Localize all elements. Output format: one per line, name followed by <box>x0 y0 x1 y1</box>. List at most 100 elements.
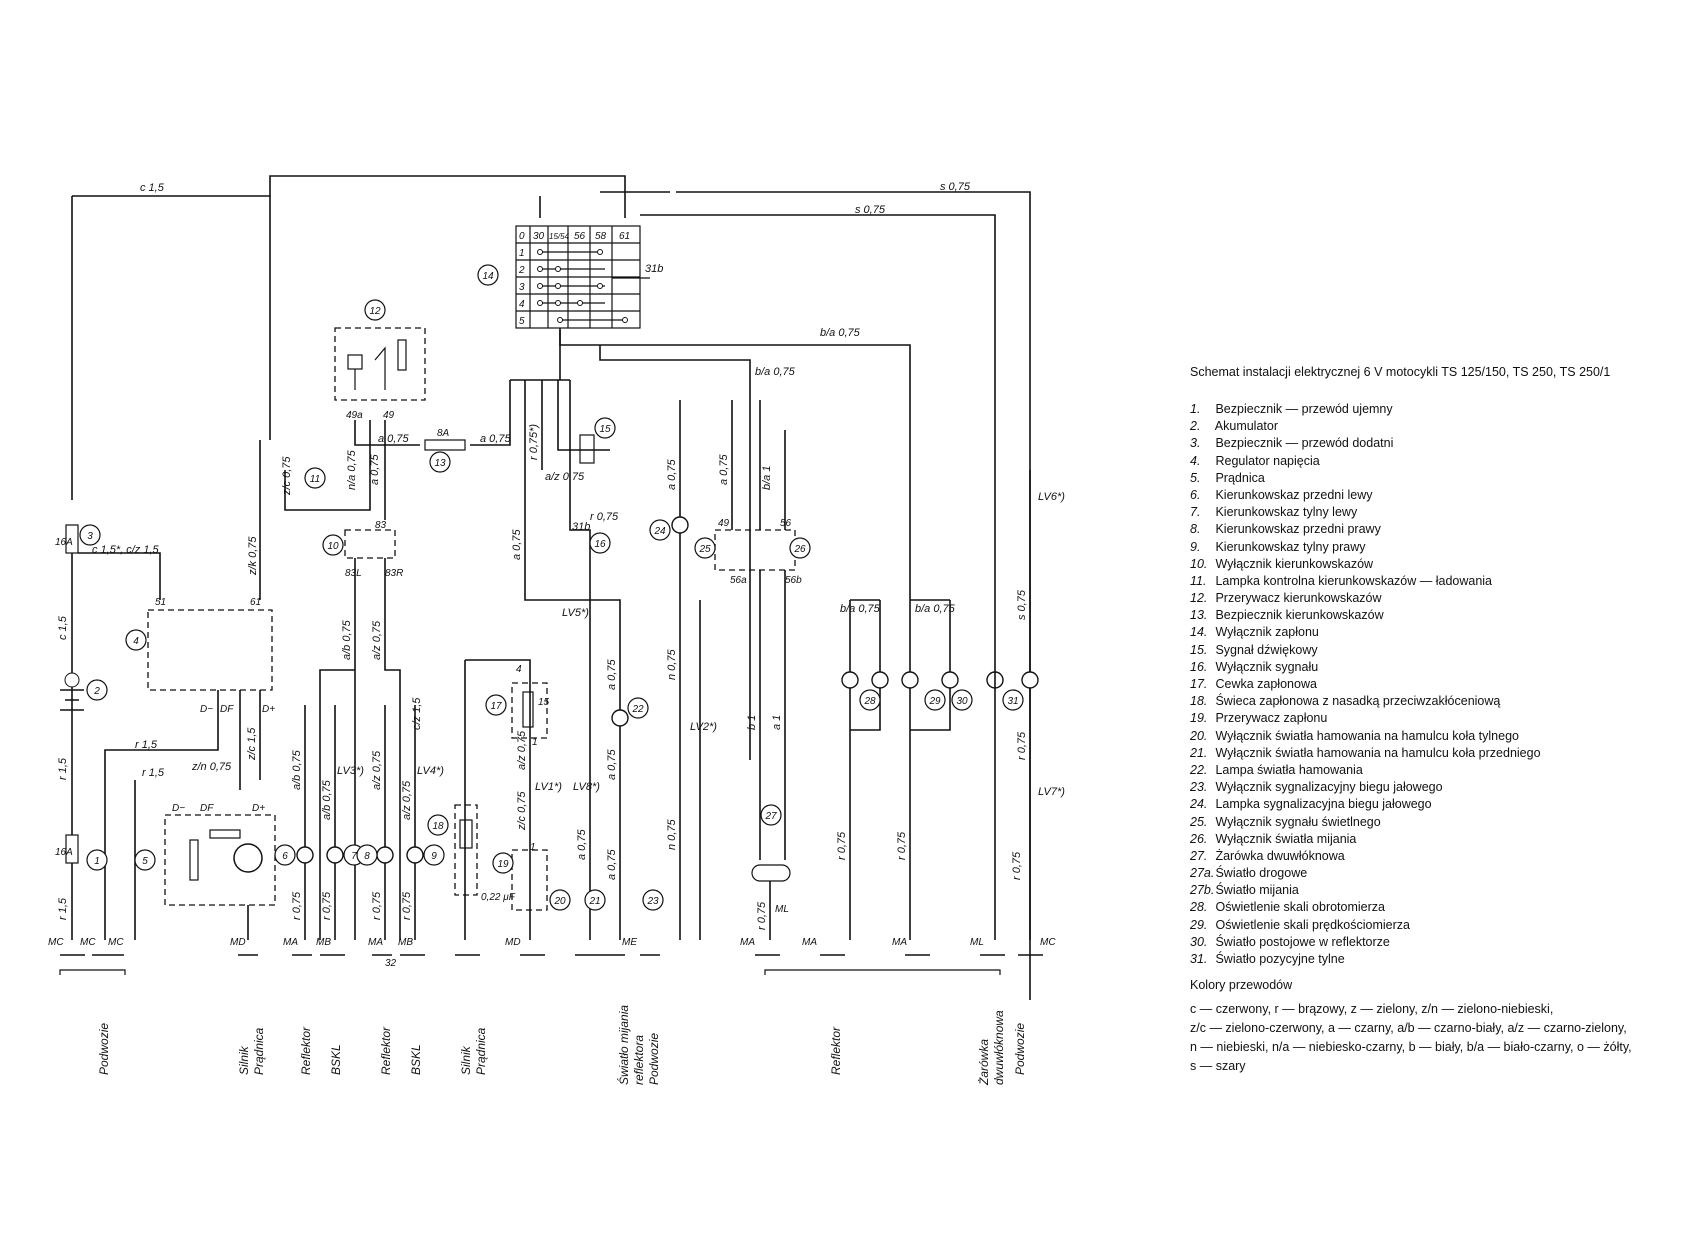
legend-item: 15. Sygnał dźwiękowy <box>1190 642 1690 659</box>
legend-item-text: Światło mijania <box>1212 883 1299 898</box>
legend-item: 29. Oświetlenie skali prędkościomierza <box>1190 917 1690 934</box>
component-marker-27: 27 <box>760 804 782 826</box>
wire-color-line: n — niebieski, n/a — niebiesko-czarny, b… <box>1190 1040 1632 1055</box>
legend-item-text: Kierunkowskaz przedni prawy <box>1212 522 1381 537</box>
legend-item: 8. Kierunkowskaz przedni prawy <box>1190 521 1690 538</box>
legend-item-text: Wyłącznik kierunkowskazów <box>1212 556 1374 571</box>
wire-label: r 0,75 <box>756 901 768 930</box>
terminal-label: DF <box>200 803 214 814</box>
ignition-switch-matrix: 0 30 15/54 56 58 61 1 2 3 4 5 31b <box>515 225 663 329</box>
legend-item: 24. Lampka sygnalizacyjna biegu jałowego <box>1190 796 1690 813</box>
terminal-label: 51 <box>155 597 166 608</box>
legend-item-number: 16. <box>1190 659 1208 674</box>
switch-row-5: 5 <box>519 316 525 327</box>
wire-label: n/a 0,75 <box>346 449 358 490</box>
component-marker-circle <box>429 451 451 473</box>
component-marker-number: 24 <box>653 526 666 537</box>
wire-label: r 0,75 <box>321 891 333 920</box>
wire-label: a/z 0,75 <box>371 750 383 790</box>
legend-item-text: Przerywacz zapłonu <box>1212 711 1328 726</box>
component-marker-circle <box>549 889 571 911</box>
component-marker-circle <box>86 849 108 871</box>
component-marker-circle <box>125 629 147 651</box>
legend-item-text: Wyłącznik światła hamowania na hamulcu k… <box>1212 745 1541 760</box>
component-marker-10: 10 <box>322 534 344 556</box>
legend-item: 21. Wyłącznik światła hamowania na hamul… <box>1190 745 1690 762</box>
wire-label: b/a 0,75 <box>915 603 956 615</box>
component-marker-number: 21 <box>588 896 600 907</box>
component-marker-circle <box>1002 689 1024 711</box>
ground-label: MC <box>1040 937 1056 948</box>
wire-label: a 0,75 <box>378 433 409 445</box>
wire-label: c/z 1,5 <box>411 697 423 730</box>
wire-label: a/b 0,75 <box>291 749 303 790</box>
wire-label: a 0,75 <box>666 459 678 490</box>
component-marker-26: 26 <box>789 537 811 559</box>
component-marker-number: 30 <box>956 696 968 707</box>
component-marker-circle <box>627 697 649 719</box>
switch-label: LV8*) <box>573 781 600 793</box>
component-marker-circle <box>322 534 344 556</box>
terminal-label: D− <box>172 803 185 814</box>
component-marker-circle <box>477 264 499 286</box>
wire-label: a 0,75 <box>369 454 381 485</box>
component-marker-22: 22 <box>627 697 649 719</box>
wire-label: z/k 0,75 <box>247 536 259 576</box>
terminal-label: 61 <box>250 597 261 608</box>
component-marker-number: 7 <box>351 851 357 862</box>
component-marker-number: 4 <box>133 636 139 647</box>
switch-label: LV2*) <box>690 721 717 733</box>
component-marker-number: 3 <box>87 531 93 542</box>
legend-item-number: 17. <box>1190 677 1208 691</box>
component-marker-12: 12 <box>364 299 386 321</box>
wire-label: n 0,75 <box>666 819 678 850</box>
switch-col-15-54: 15/54 <box>549 232 570 241</box>
legend-item-text: Oświetlenie skali prędkościomierza <box>1212 917 1410 932</box>
wire-label: s 0,75 <box>1016 589 1028 620</box>
component-marker-circle <box>427 814 449 836</box>
component-marker-circle <box>694 537 716 559</box>
legend-item-number: 7. <box>1190 505 1201 520</box>
legend-item: 16. Wyłącznik sygnału <box>1190 659 1690 676</box>
wire-label: s 0,75 <box>855 204 886 216</box>
switch-col-56: 56 <box>574 231 586 242</box>
component-marker-number: 11 <box>310 474 320 485</box>
component-marker-circle <box>859 689 881 711</box>
component-marker-number: 15 <box>599 424 611 435</box>
legend-item: 4. Regulator napięcia <box>1190 453 1690 470</box>
component-marker-number: 31 <box>1007 696 1018 707</box>
legend-item-text: Oświetlenie skali obrotomierza <box>1212 900 1385 915</box>
legend-item: 14. Wyłącznik zapłonu <box>1190 624 1690 641</box>
component-marker-1: 1 <box>86 849 108 871</box>
wire-color-line: z/c — zielono-czerwony, a — czarny, a/b … <box>1190 1021 1627 1036</box>
legend-item-number: 27b. <box>1190 883 1215 898</box>
wire-label: a/z 0,75 <box>545 471 585 483</box>
component-marker-23: 23 <box>642 889 664 911</box>
legend-item: 17. Cewka zapłonowa <box>1190 676 1690 693</box>
legend-item: 13. Bezpiecznik kierunkowskazów <box>1190 607 1690 624</box>
legend-item-number: 11. <box>1190 573 1207 588</box>
component-marker-8: 8 <box>356 844 378 866</box>
legend-item: 12. Przerywacz kierunkowskazów <box>1190 590 1690 607</box>
switch-row-2: 2 <box>518 265 525 276</box>
ground-label: MA <box>740 937 755 948</box>
wire-label: r 0,75 <box>896 831 908 860</box>
component-marker-19: 19 <box>492 852 514 874</box>
legend-item: 26. Wyłącznik światła mijania <box>1190 831 1690 848</box>
wire-colors-title: Kolory przewodów <box>1190 978 1293 993</box>
legend-item-number: 5. <box>1190 470 1201 485</box>
legend-item-number: 31. <box>1190 952 1208 966</box>
component-marker-14: 14 <box>477 264 499 286</box>
wire-label: s 0,75 <box>940 181 971 193</box>
legend-item-text: Świeca zapłonowa z nasadką przeciwzakłóc… <box>1212 694 1501 709</box>
legend-item-number: 8. <box>1190 522 1201 537</box>
legend-item-text: Kierunkowskaz tylny lewy <box>1212 505 1358 520</box>
component-marker-number: 27 <box>764 811 777 822</box>
bottom-label: Żarówka <box>977 1039 991 1086</box>
terminal-label: 31b <box>572 521 590 533</box>
component-marker-number: 12 <box>369 306 381 317</box>
ground-label: MA <box>802 937 817 948</box>
wire-label: a 0,75 <box>606 659 618 690</box>
ground-labels: MC MC MC MD MA MB MA MB 32 MD ME MA MA M… <box>48 904 1056 969</box>
